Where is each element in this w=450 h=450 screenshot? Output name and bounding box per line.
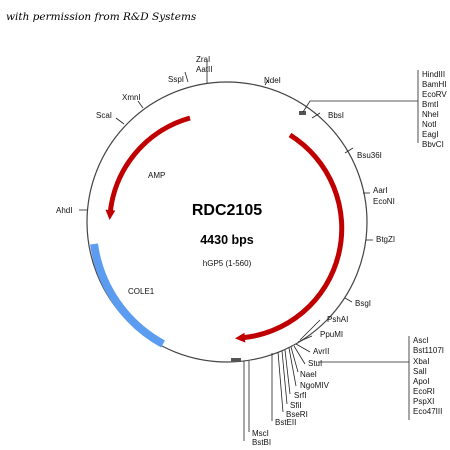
avrii-lead [295,343,311,353]
stui-lead [293,345,306,365]
site-naei: NaeI [300,370,317,379]
mcs-eco47iii: Eco47III [413,407,442,416]
srfi-lead [284,349,291,395]
mcs-nhei: NheI [422,110,439,119]
mcs-top-leader [302,100,418,113]
site-pshai: PshAI [327,315,348,324]
cole1-label: COLE1 [128,287,155,296]
site-stui: StuI [308,359,322,368]
site-btgzi: BtgZI [376,235,395,244]
site-bsu36i: Bsu36I [357,151,382,160]
naei-lead [290,346,299,373]
site-aari: AarI [373,186,388,195]
mcs-noti: NotI [422,120,437,129]
bbsi-tick [311,112,321,119]
insert-label: hGP5 (1-560) [203,259,252,268]
mcs-bamhi: BamHI [422,80,446,89]
site-econi: EcoNI [373,197,395,206]
mcs-pspxi: PspXI [413,397,434,406]
site-bsgi: BsgI [355,299,371,308]
cole1-origin-arc [90,243,165,348]
bsu36i-tick [344,147,354,154]
site-ngomiv: NgoMIV [300,381,330,390]
mcs-ecorv: EcoRV [422,90,447,99]
site-aatii: AatII [196,65,212,74]
mcs-xbai: XbaI [413,357,429,366]
sspi-tick [184,71,189,83]
mcs-bst1107i: Bst1107I [413,346,444,355]
site-ppumi: PpuMI [320,330,343,339]
site-zrai: ZraI [196,55,210,64]
amp-arrow [105,115,191,220]
mcs-top-marker [299,111,306,115]
site-bstbi: BstBI [252,438,271,447]
site-sfii: SfiI [290,401,302,410]
scai-tick [115,117,125,125]
bseri-lead [277,351,284,413]
site-bsteii: BstEII [275,418,296,427]
site-scai: ScaI [96,111,112,120]
ppumi-lead [297,335,313,343]
ngomiv-lead [288,347,297,387]
xmni-tick [137,100,144,109]
insert-arrow [235,132,345,343]
bsgi-tick [344,297,353,303]
site-srfi: SrfI [294,391,306,400]
ndei-tick [264,79,269,86]
site-bbsi: BbsI [328,111,344,120]
site-ndei: NdeI [264,76,281,85]
mcs-bmti: BmtI [422,100,438,109]
site-avrii: AvrII [313,347,329,356]
mcs-eagi: EagI [422,130,438,139]
site-ahdi: AhdI [56,206,72,215]
mcs-apoi: ApoI [413,377,429,386]
sfii-lead [281,350,288,405]
site-sspi: SspI [168,75,184,84]
mcs-sali: SalI [413,367,427,376]
mcs-ecori: EcoRI [413,387,435,396]
plasmid-size: 4430 bps [200,233,254,247]
plasmid-backbone [86,81,368,363]
site-bseri: BseRI [286,410,308,419]
plasmid-name: RDC2105 [192,202,262,219]
mcs-asci: AscI [413,336,429,345]
mcs-bottom-marker [231,358,241,362]
credit-line: with permission from R&D Systems [6,11,197,23]
site-xmni: XmnI [122,93,141,102]
site-msci: MscI [252,429,269,438]
mcs-bbvci: BbvCI [422,140,444,149]
mcs-hindiii: HindIII [422,70,445,79]
pshai-lead [299,319,321,341]
amp-label: AMP [148,171,165,180]
